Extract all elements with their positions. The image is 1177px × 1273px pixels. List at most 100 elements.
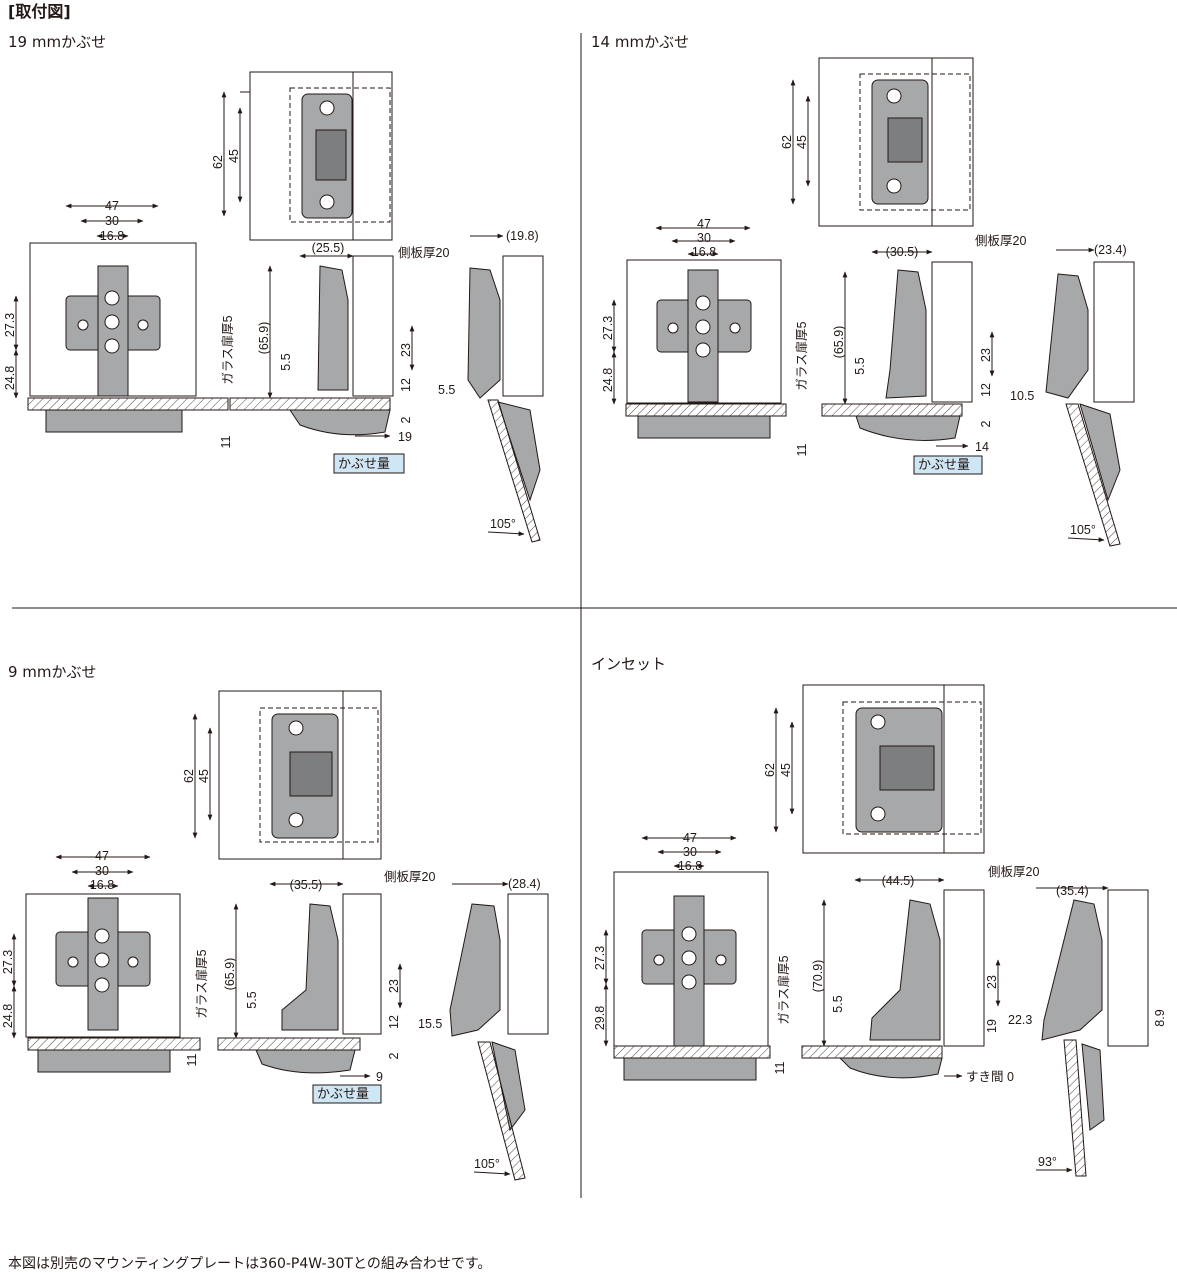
dim-open-angle: 105° — [1070, 523, 1096, 537]
dim-23: 23 — [387, 979, 401, 993]
dim-open-gap: (23.4) — [1094, 243, 1127, 257]
dim-overlay: 14 — [975, 440, 989, 454]
dim-45: 45 — [795, 135, 809, 149]
dim-gap: (25.5) — [312, 241, 345, 255]
dim-open-15-5: 15.5 — [418, 1017, 442, 1031]
quadrant-14mm: 62 45 47 30 16.8 27.3 24.8 — [601, 57, 1135, 547]
dim-62: 62 — [780, 135, 794, 149]
side-view-closed: (44.5) 側板厚20 ガラス扉厚5 (70.9) 5.5 23 19 11 … — [773, 865, 1039, 1084]
dim-open-angle: 105° — [474, 1157, 500, 1171]
dim-panel-thickness: 側板厚20 — [398, 246, 449, 260]
dim-27-3: 27.3 — [1, 950, 15, 974]
dim-29-8: 29.8 — [593, 1006, 607, 1030]
side-view-closed: (35.5) 側板厚20 ガラス扉厚5 (65.9) 5.5 23 12 2 1… — [185, 870, 435, 1104]
dim-open-8-9: 8.9 — [1153, 1009, 1167, 1026]
dim-overlay: 9 — [376, 1070, 383, 1084]
dim-62: 62 — [182, 769, 196, 783]
quadrant-9mm: 62 45 47 30 16.8 27.3 24.8 — [1, 690, 549, 1181]
quadrant-label-9mm: 9 mmかぶせ — [8, 663, 97, 681]
dim-glass-thickness: ガラス扉厚5 — [221, 315, 235, 384]
dim-panel-thickness: 側板厚20 — [988, 865, 1039, 879]
side-view-closed: (30.5) 側板厚20 ガラス扉厚5 (65.9) 5.5 23 12 2 1… — [795, 234, 1026, 475]
svg-text:かぶせ量: かぶせ量 — [918, 458, 970, 473]
dim-16-8: 16.8 — [692, 245, 716, 259]
dim-45: 45 — [197, 769, 211, 783]
dim-open-gap: (19.8) — [506, 229, 539, 243]
dim-open-gap: (35.4) — [1056, 884, 1089, 898]
dim-clearance: すき間 0 — [966, 1070, 1014, 1084]
dim-24-8: 24.8 — [1, 1004, 15, 1028]
dim-16-8: 16.8 — [100, 229, 124, 243]
dim-24-8: 24.8 — [601, 368, 615, 392]
quadrant-inset: 62 45 47 30 16.8 27.3 29.8 — [593, 684, 1167, 1177]
dim-27-3: 27.3 — [593, 946, 607, 970]
front-view: 47 30 16.8 27.3 24.8 — [1, 849, 201, 1073]
top-view: 62 45 — [763, 684, 985, 854]
dim-gap: (35.5) — [290, 878, 323, 892]
dim-19: 19 — [985, 1019, 999, 1033]
dim-47: 47 — [95, 849, 109, 863]
dim-27-3: 27.3 — [3, 313, 17, 337]
quadrant-label-inset: インセット — [591, 655, 667, 673]
overlay-badge: かぶせ量 — [913, 455, 983, 475]
dim-11: 11 — [773, 1061, 787, 1074]
dim-open-gap: (28.4) — [508, 877, 541, 891]
dim-47: 47 — [697, 217, 711, 231]
dim-23: 23 — [979, 348, 993, 362]
dim-open-angle: 93° — [1038, 1155, 1057, 1169]
dim-5-5: 5.5 — [279, 353, 293, 370]
side-view-closed: (25.5) 側板厚20 ガラス扉厚5 (65.9) 5.5 23 12 2 1… — [219, 241, 449, 474]
overlay-badge: かぶせ量 — [333, 453, 405, 474]
dim-gap: (44.5) — [882, 874, 915, 888]
dim-open-10-5: 10.5 — [1010, 389, 1034, 403]
dim-30: 30 — [95, 864, 109, 878]
dim-45: 45 — [227, 149, 241, 163]
dim-62: 62 — [763, 763, 777, 777]
dim-45: 45 — [779, 763, 793, 777]
side-view-open: (19.8) 5.5 105° — [438, 229, 544, 543]
dim-62: 62 — [211, 155, 225, 169]
dim-panel-thickness: 側板厚20 — [975, 234, 1026, 248]
dim-30: 30 — [697, 231, 711, 245]
dim-30: 30 — [105, 214, 119, 228]
dim-27-3: 27.3 — [601, 316, 615, 340]
dim-65-9: (65.9) — [257, 322, 271, 355]
dim-5-5: 5.5 — [853, 357, 867, 374]
page-title: [取付図] — [8, 2, 71, 21]
dim-glass-thickness: ガラス扉厚5 — [777, 955, 791, 1024]
dim-24-8: 24.8 — [3, 366, 17, 390]
dim-overlay: 19 — [398, 430, 412, 444]
quadrant-label-19mm: 19 mmかぶせ — [8, 33, 107, 51]
dim-glass-thickness: ガラス扉厚5 — [195, 949, 209, 1018]
dim-5-5: 5.5 — [831, 995, 845, 1012]
dim-open-angle: 105° — [490, 517, 516, 531]
front-view: 47 30 16.8 27.3 24.8 — [3, 199, 229, 433]
svg-text:かぶせ量: かぶせ量 — [338, 457, 390, 472]
top-view: 62 45 — [211, 71, 393, 241]
dim-11: 11 — [795, 443, 809, 456]
quadrant-19mm: 62 45 47 30 16.8 27.3 24.8 — [3, 71, 544, 543]
dim-2: 2 — [979, 420, 993, 427]
dim-open-5-5: 5.5 — [438, 383, 455, 397]
dim-2: 2 — [387, 1052, 401, 1059]
side-view-open: (28.4) 15.5 105° — [418, 877, 549, 1181]
dim-panel-thickness: 側板厚20 — [384, 870, 435, 884]
dim-23: 23 — [985, 975, 999, 989]
side-view-open: (23.4) 10.5 105° — [1010, 243, 1135, 547]
dim-2: 2 — [399, 416, 413, 423]
dim-gap: (30.5) — [886, 245, 919, 259]
dim-70-9: (70.9) — [811, 960, 825, 993]
top-view: 62 45 — [182, 690, 382, 860]
dim-47: 47 — [683, 831, 697, 845]
dim-11: 11 — [219, 435, 233, 448]
dim-5-5: 5.5 — [245, 991, 259, 1008]
front-view: 47 30 16.8 27.3 24.8 — [601, 217, 787, 439]
dim-23: 23 — [399, 343, 413, 357]
dim-11: 11 — [185, 1053, 199, 1066]
dim-65-9: (65.9) — [832, 326, 846, 359]
front-view: 47 30 16.8 27.3 29.8 — [593, 831, 771, 1081]
dim-12: 12 — [399, 378, 413, 392]
side-view-open: (35.4) 22.3 8.9 93° — [1008, 884, 1167, 1177]
footer-note: 本図は別売のマウンティングプレートは360-P4W-30Tとの組み合わせです。 — [8, 1256, 492, 1272]
